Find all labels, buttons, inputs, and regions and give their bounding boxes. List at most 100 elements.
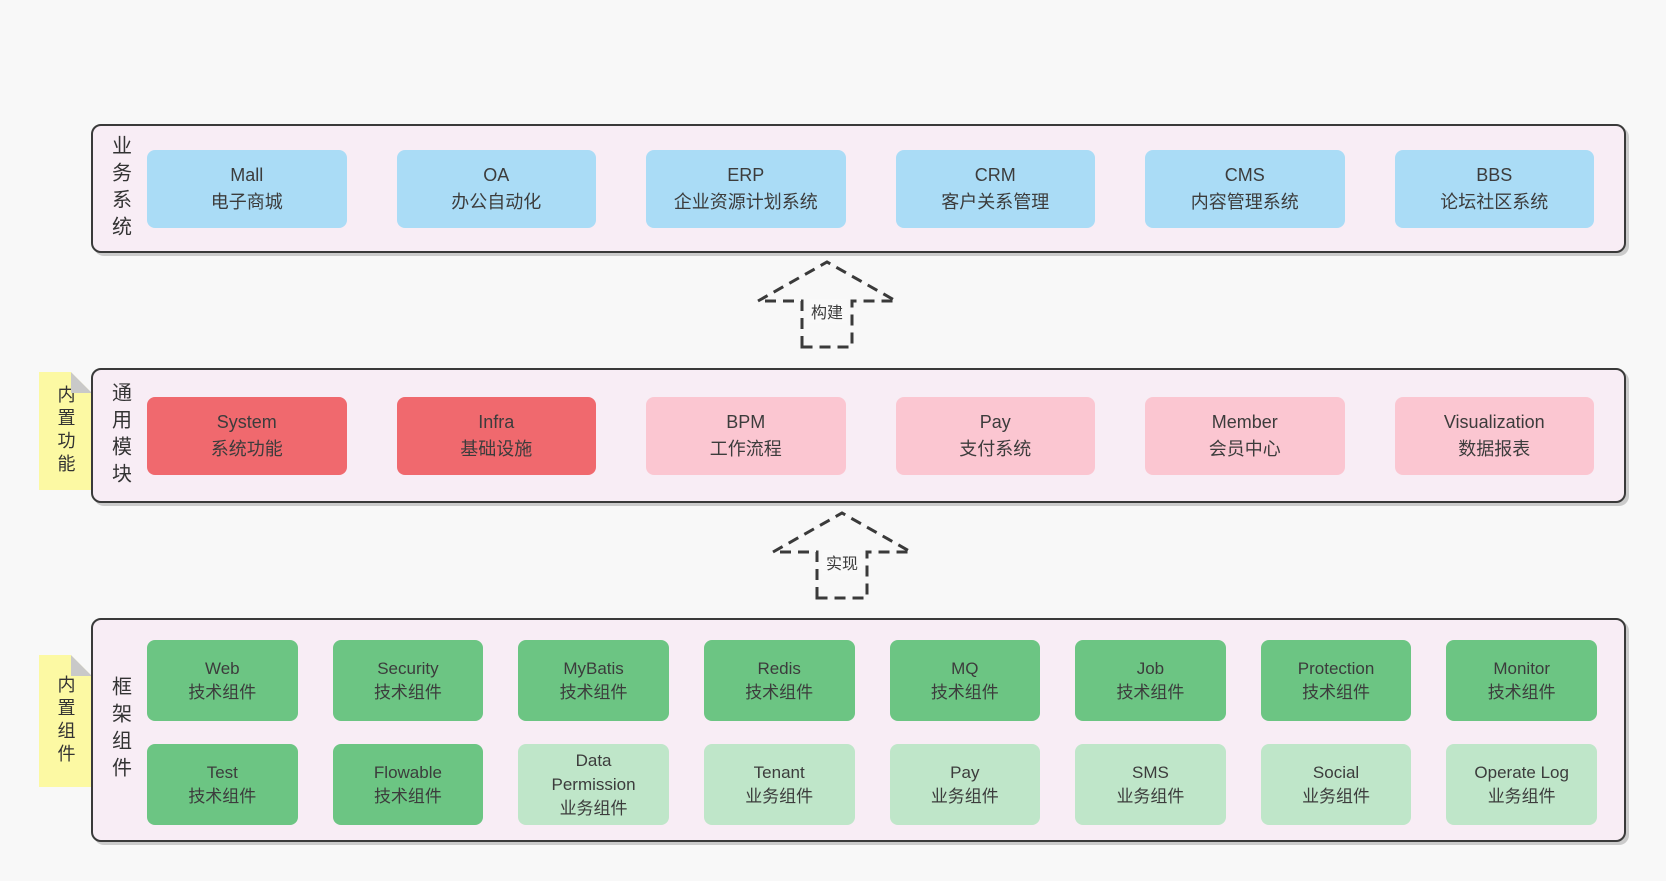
dashed-up-arrow-icon [754, 260, 900, 349]
box-social: Social 业务组件 [1260, 744, 1412, 825]
box-visualization: Visualization 数据报表 [1394, 396, 1594, 475]
box-title: Flowable [373, 762, 442, 782]
panel-side-label-modules: 通用模块 [108, 381, 131, 490]
arrow-build: 构建 [754, 259, 900, 353]
box-title: Security [377, 658, 439, 678]
box-title: Infra [478, 411, 515, 432]
box-mall: Mall 电子商城 [147, 149, 347, 228]
box-subtitle: 业务组件 [1487, 786, 1556, 806]
box-mybatis: MyBatis 技术组件 [518, 640, 669, 721]
box-title: BPM [726, 411, 766, 432]
box-subtitle: 业务组件 [1116, 786, 1185, 806]
box-title: System [216, 411, 277, 432]
box-subtitle: 企业资源计划系统 [673, 191, 818, 212]
arrow-build-label: 构建 [806, 299, 848, 323]
box-title: Pay [950, 762, 980, 782]
components-box-row-1: Web 技术组件 Security 技术组件 MyBatis 技术组件 Redi… [147, 640, 1597, 721]
business-box-row: Mall 电子商城 OA 办公自动化 ERP 企业资源计划系统 CRM 客户关系… [147, 126, 1624, 251]
box-data-permission: Data Permission 业务组件 [518, 744, 669, 825]
box-subtitle: 会员中心 [1208, 438, 1281, 459]
box-title: ERP [727, 164, 765, 185]
box-title: CRM [974, 164, 1016, 185]
box-subtitle: 数据报表 [1458, 438, 1531, 459]
box-redis: Redis 技术组件 [703, 640, 855, 721]
box-subtitle: 支付系统 [959, 438, 1032, 459]
box-title: Mall [230, 164, 264, 185]
sticky-label-builtin-features: 内置功能 [55, 385, 76, 477]
box-subtitle: 技术组件 [188, 682, 257, 702]
panel-side-label-components: 框架组件 [108, 676, 131, 784]
box-crm: CRM 客户关系管理 [895, 149, 1095, 228]
box-subtitle: 办公自动化 [451, 191, 542, 212]
box-title: Test [206, 762, 238, 782]
box-subtitle: 业务组件 [1302, 786, 1371, 806]
sticky-label-builtin-components: 内置组件 [55, 675, 76, 767]
box-title: OA [483, 164, 510, 185]
box-title: Job [1136, 658, 1165, 678]
modules-box-row: System 系统功能 Infra 基础设施 BPM 工作流程 Pay 支付系统… [147, 370, 1624, 501]
box-subtitle: 业务组件 [930, 786, 999, 806]
box-cms: CMS 内容管理系统 [1145, 149, 1345, 228]
box-subtitle: 客户关系管理 [941, 191, 1050, 212]
box-mq: MQ 技术组件 [889, 640, 1041, 721]
box-title: Redis [757, 658, 801, 678]
box-system: System 系统功能 [147, 396, 347, 475]
box-subtitle: 技术组件 [1487, 682, 1556, 702]
box-operate-log: Operate Log 业务组件 [1446, 744, 1597, 825]
box-subtitle: 技术组件 [1302, 682, 1371, 702]
arrow-implement-label: 实现 [821, 550, 863, 574]
box-subtitle: 业务组件 [745, 786, 814, 806]
arrow-implement: 实现 [769, 510, 915, 604]
box-subtitle: 论坛社区系统 [1440, 191, 1549, 212]
box-subtitle: 技术组件 [1116, 682, 1185, 702]
box-subtitle: 技术组件 [373, 786, 442, 806]
box-subtitle: 电子商城 [210, 191, 283, 212]
box-protection: Protection 技术组件 [1260, 640, 1412, 721]
box-subtitle: 业务组件 [559, 798, 628, 818]
box-member: Member 会员中心 [1145, 396, 1345, 475]
folded-corner-icon [71, 372, 92, 393]
box-web: Web 技术组件 [147, 640, 298, 721]
sticky-note-builtin-components: 内置组件 [39, 655, 92, 787]
sticky-note-builtin-features: 内置功能 [39, 372, 92, 490]
box-title: Monitor [1493, 658, 1551, 678]
box-subtitle: 技术组件 [559, 682, 628, 702]
box-subtitle: 内容管理系统 [1190, 191, 1299, 212]
box-subtitle: 工作流程 [709, 438, 782, 459]
box-title: Social [1312, 762, 1360, 782]
folded-corner-icon [71, 655, 92, 676]
box-oa: OA 办公自动化 [396, 149, 596, 228]
box-subtitle: 技术组件 [930, 682, 999, 702]
box-title: SMS [1132, 762, 1169, 782]
box-security: Security 技术组件 [332, 640, 484, 721]
box-subtitle: 系统功能 [210, 438, 283, 459]
box-job: Job 技术组件 [1075, 640, 1226, 721]
box-title: BBS [1476, 164, 1513, 185]
panel-common-modules: 通用模块 System 系统功能 Infra 基础设施 BPM 工作流程 Pay… [91, 368, 1626, 503]
box-bpm: BPM 工作流程 [646, 396, 846, 475]
box-title: Web [204, 658, 240, 678]
box-title: Data Permission [551, 750, 636, 794]
components-rows: Web 技术组件 Security 技术组件 MyBatis 技术组件 Redi… [147, 620, 1624, 840]
box-sms: SMS 业务组件 [1075, 744, 1226, 825]
box-bbs: BBS 论坛社区系统 [1394, 149, 1594, 228]
box-subtitle: 技术组件 [745, 682, 814, 702]
box-monitor: Monitor 技术组件 [1446, 640, 1597, 721]
dashed-up-arrow-icon [769, 511, 915, 600]
box-title: MQ [951, 658, 979, 678]
box-title: CMS [1224, 164, 1265, 185]
box-title: Pay [979, 411, 1011, 432]
box-title: Visualization [1443, 411, 1545, 432]
box-pay-component: Pay 业务组件 [889, 744, 1041, 825]
box-title: Protection [1297, 658, 1375, 678]
box-title: Tenant [753, 762, 805, 782]
box-pay-system: Pay 支付系统 [895, 396, 1095, 475]
box-subtitle: 基础设施 [460, 438, 533, 459]
box-subtitle: 技术组件 [188, 786, 257, 806]
panel-side-label-business: 业务系统 [108, 134, 131, 243]
box-title: MyBatis [563, 658, 624, 678]
panel-business-systems: 业务系统 Mall 电子商城 OA 办公自动化 ERP 企业资源计划系统 CRM… [91, 124, 1626, 253]
box-title: Member [1211, 411, 1278, 432]
box-title: Operate Log [1474, 762, 1569, 782]
